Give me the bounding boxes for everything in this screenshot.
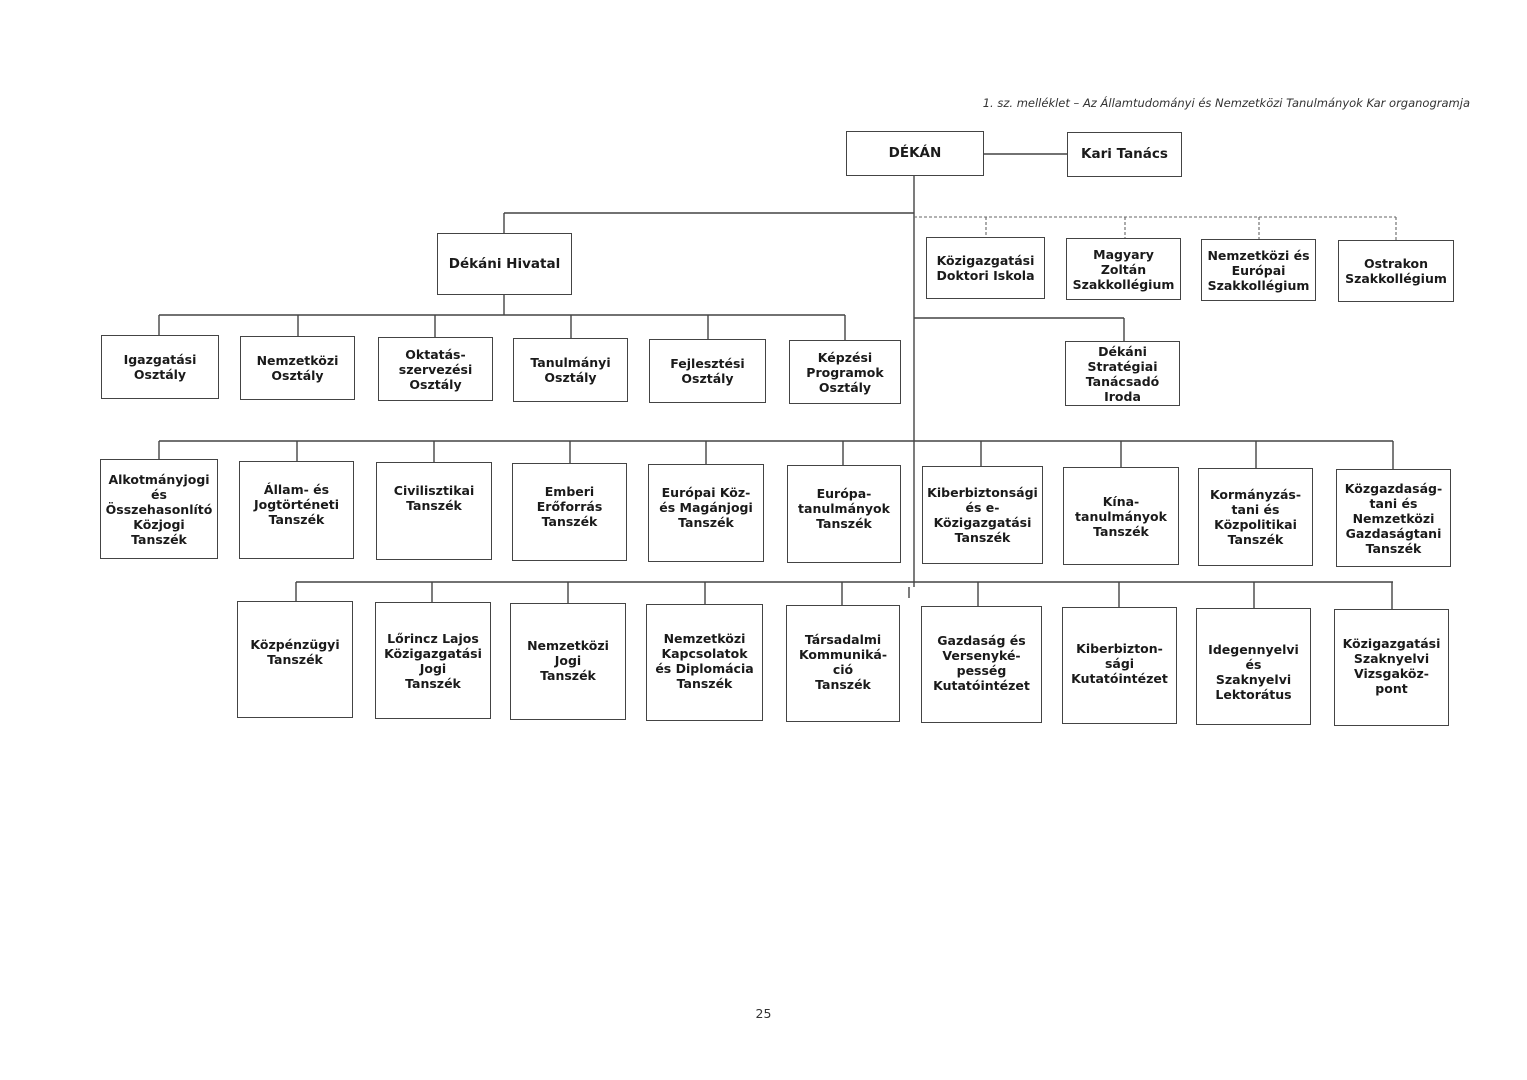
node-fejlesztesi-osztaly: Fejlesztési Osztály [649, 339, 766, 403]
node-civilisztikai-tanszek: Civilisztikai Tanszék [376, 462, 492, 560]
node-gazdasag-versenykepesseg-kutatointezet: Gazdaság és Versenyké- pesség Kutatóinté… [921, 606, 1042, 723]
node-kormanyzastani-tanszek: Kormányzás- tani és Közpolitikai Tanszék [1198, 468, 1313, 566]
node-oktatasszervezesi-osztaly: Oktatás- szervezési Osztály [378, 337, 493, 401]
node-europa-tanulmanyok-tanszek: Európa- tanulmányok Tanszék [787, 465, 901, 563]
node-dekan: DÉKÁN [846, 131, 984, 176]
node-kozgazdasagtani-tanszek: Közgazdaság- tani és Nemzetközi Gazdaság… [1336, 469, 1451, 567]
node-allam-jogtorteneti-tanszek: Állam- és Jogtörténeti Tanszék [239, 461, 354, 559]
node-strategiai-tanacsado-iroda: Dékáni Stratégiai Tanácsadó Iroda [1065, 341, 1180, 406]
page-number: 25 [755, 1006, 772, 1021]
node-ostrakon-szakkollegium: Ostrakon Szakkollégium [1338, 240, 1454, 302]
node-doktori-iskola: Közigazgatási Doktori Iskola [926, 237, 1045, 299]
node-tanulmanyi-osztaly: Tanulmányi Osztály [513, 338, 628, 402]
page-header: 1. sz. melléklet – Az Államtudományi és … [982, 96, 1470, 110]
node-kari-tanacs: Kari Tanács [1067, 132, 1182, 177]
node-emberi-eroforras-tanszek: Emberi Erőforrás Tanszék [512, 463, 627, 561]
node-idegennyelvi-lektoratus: Idegennyelvi és Szaknyelvi Lektorátus [1196, 608, 1311, 725]
node-alkotmanyjogi-tanszek: Alkotmányjogi és Összehasonlító Közjogi … [100, 459, 218, 559]
node-kina-tanulmanyok-tanszek: Kína- tanulmányok Tanszék [1063, 467, 1179, 565]
node-lorincz-lajos-tanszek: Lőrincz Lajos Közigazgatási Jogi Tanszék [375, 602, 491, 719]
node-kiberbiztonsagi-tanszek: Kiberbiztonsági és e- Közigazgatási Tans… [922, 466, 1043, 564]
node-igazgatasi-osztaly: Igazgatási Osztály [101, 335, 219, 399]
node-kiberbiztonsagi-kutatointezet: Kiberbizton- sági Kutatóintézet [1062, 607, 1177, 724]
node-nemzetkozi-osztaly: Nemzetközi Osztály [240, 336, 355, 400]
node-nemzetkozi-europai-szakkollegium: Nemzetközi és Európai Szakkollégium [1201, 239, 1316, 301]
node-kepzesi-programok-osztaly: Képzési Programok Osztály [789, 340, 901, 404]
node-szaknyelvi-vizsgakozpont: Közigazgatási Szaknyelvi Vizsgaköz- pont [1334, 609, 1449, 726]
node-magyary-szakkollegium: Magyary Zoltán Szakkollégium [1066, 238, 1181, 300]
node-nemzetkozi-jogi-tanszek: Nemzetközi Jogi Tanszék [510, 603, 626, 720]
node-tarsadalmi-kommunikacio-tanszek: Társadalmi Kommuniká- ció Tanszék [786, 605, 900, 722]
node-nemzetkozi-kapcsolatok-tanszek: Nemzetközi Kapcsolatok és Diplomácia Tan… [646, 604, 763, 721]
node-europai-koz-maganjogi-tanszek: Európai Köz- és Magánjogi Tanszék [648, 464, 764, 562]
node-dekani-hivatal: Dékáni Hivatal [437, 233, 572, 295]
node-kozpenzugyi-tanszek: Közpénzügyi Tanszék [237, 601, 353, 718]
